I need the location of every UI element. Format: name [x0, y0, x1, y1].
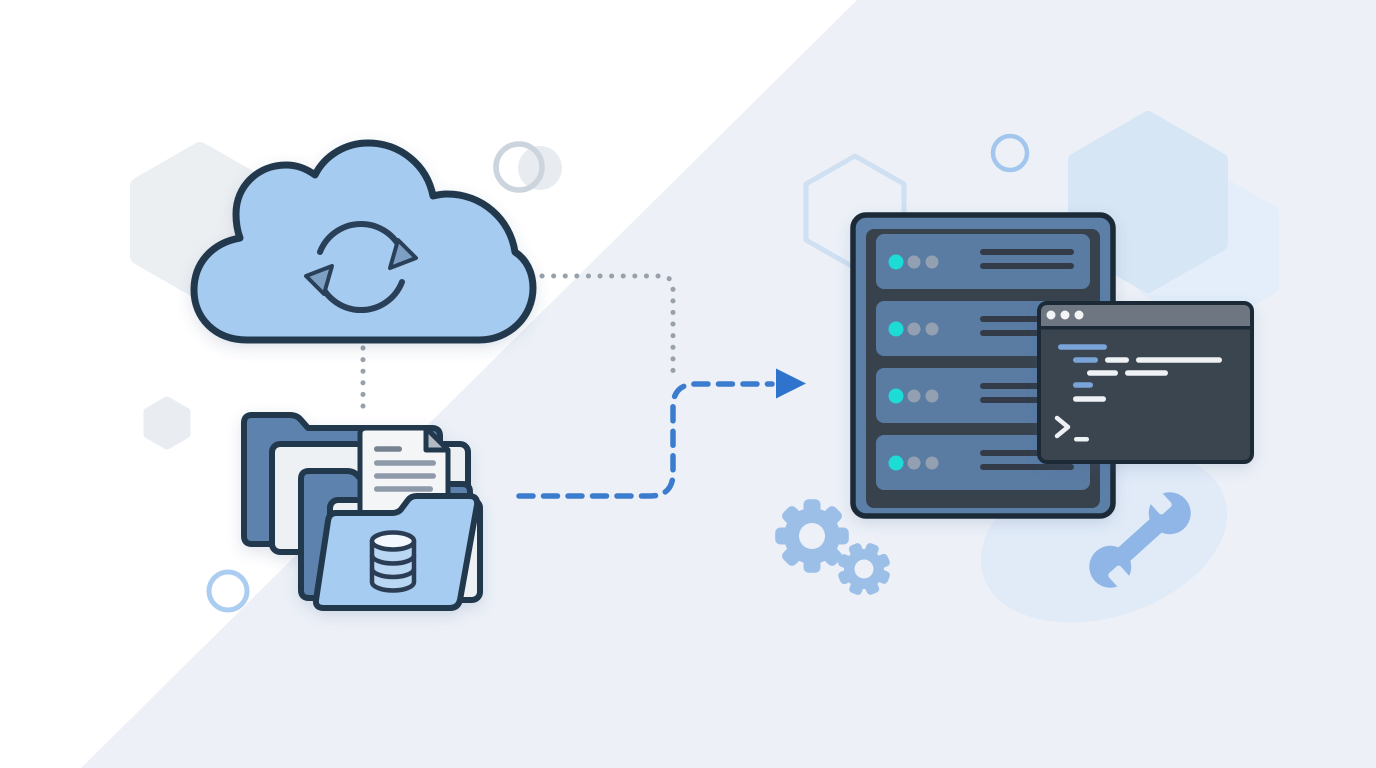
server-vent-line — [980, 249, 1074, 255]
folder-stack-icon — [241, 412, 483, 611]
cloud-icon — [190, 139, 537, 344]
server-led-gray — [907, 322, 921, 336]
document-text-line — [374, 460, 436, 466]
arrow-icon — [776, 368, 806, 399]
server-led-gray — [907, 389, 921, 403]
sync-icon — [304, 220, 418, 314]
server-led-gray — [925, 389, 939, 403]
titlebar-dot — [1046, 310, 1056, 320]
wrench-jaw-notch — [1108, 565, 1136, 594]
server-led-gray — [907, 255, 921, 269]
prompt-underscore — [1074, 437, 1089, 442]
connector-cloud-to-junction — [360, 273, 676, 412]
database-ring — [369, 554, 417, 566]
server-led-cyan — [888, 388, 904, 404]
gears-icon — [775, 499, 890, 595]
code-line-segment — [1087, 370, 1118, 376]
server-led-gray — [925, 255, 939, 269]
document-text-line — [374, 473, 436, 479]
gear-icon — [838, 543, 890, 595]
terminal-titlebar-divider — [1039, 326, 1252, 330]
sync-arrowhead-top — [388, 238, 418, 270]
server-led-gray — [907, 456, 921, 470]
terminal-code-lines — [1058, 344, 1222, 402]
titlebar-dot — [1060, 310, 1070, 320]
prompt-chevron — [1054, 415, 1071, 439]
document-fold-corner — [423, 425, 451, 453]
terminal-window-dots — [1046, 310, 1084, 320]
terminal-body — [1039, 303, 1252, 462]
code-line-segment — [1073, 382, 1093, 388]
terminal-window-icon — [1037, 301, 1254, 464]
server-vent-line — [980, 464, 1074, 470]
code-line-segment — [1073, 396, 1106, 402]
code-line-segment — [1136, 357, 1222, 363]
code-line-segment — [1058, 344, 1107, 350]
wrench-icon — [1089, 486, 1191, 594]
wrench-handle — [1109, 511, 1171, 569]
server-units — [876, 234, 1090, 490]
terminal-prompt-icon — [1054, 415, 1089, 442]
document-text-line — [374, 446, 402, 452]
terminal-titlebar — [1039, 303, 1252, 326]
connector-folders-to-server — [516, 368, 806, 499]
sync-arc-top — [317, 220, 405, 255]
gear-icon — [775, 499, 849, 573]
document-text-lines — [374, 446, 436, 492]
terminal-border — [1037, 301, 1254, 464]
sync-arc-bottom — [317, 279, 405, 314]
wrench-jaw-notch — [1144, 486, 1172, 515]
database-icon — [369, 530, 417, 593]
hexagon-gray-small — [143, 396, 191, 450]
cloud-shape — [190, 139, 537, 344]
sync-arrowhead-bottom — [304, 264, 334, 296]
code-line-segment — [1125, 370, 1168, 376]
database-top — [369, 530, 417, 552]
code-line-segment — [1105, 357, 1129, 363]
circle-outline-blue-bottom — [206, 569, 250, 613]
server-led-cyan — [888, 455, 904, 471]
document-text-line — [374, 486, 433, 492]
server-led-gray — [925, 456, 939, 470]
dotted-line-horizontal — [539, 273, 676, 375]
server-unit — [876, 234, 1090, 289]
circle-outline-blue-top — [990, 133, 1030, 173]
circle-outline-gray — [493, 141, 545, 193]
code-line-segment — [1073, 357, 1098, 363]
server-led-cyan — [888, 321, 904, 337]
server-led-cyan — [888, 254, 904, 270]
database-ring — [369, 568, 417, 580]
dashed-line-blue — [516, 381, 775, 499]
titlebar-dot — [1074, 310, 1084, 320]
server-led-gray — [925, 322, 939, 336]
server-vent-line — [980, 263, 1074, 269]
